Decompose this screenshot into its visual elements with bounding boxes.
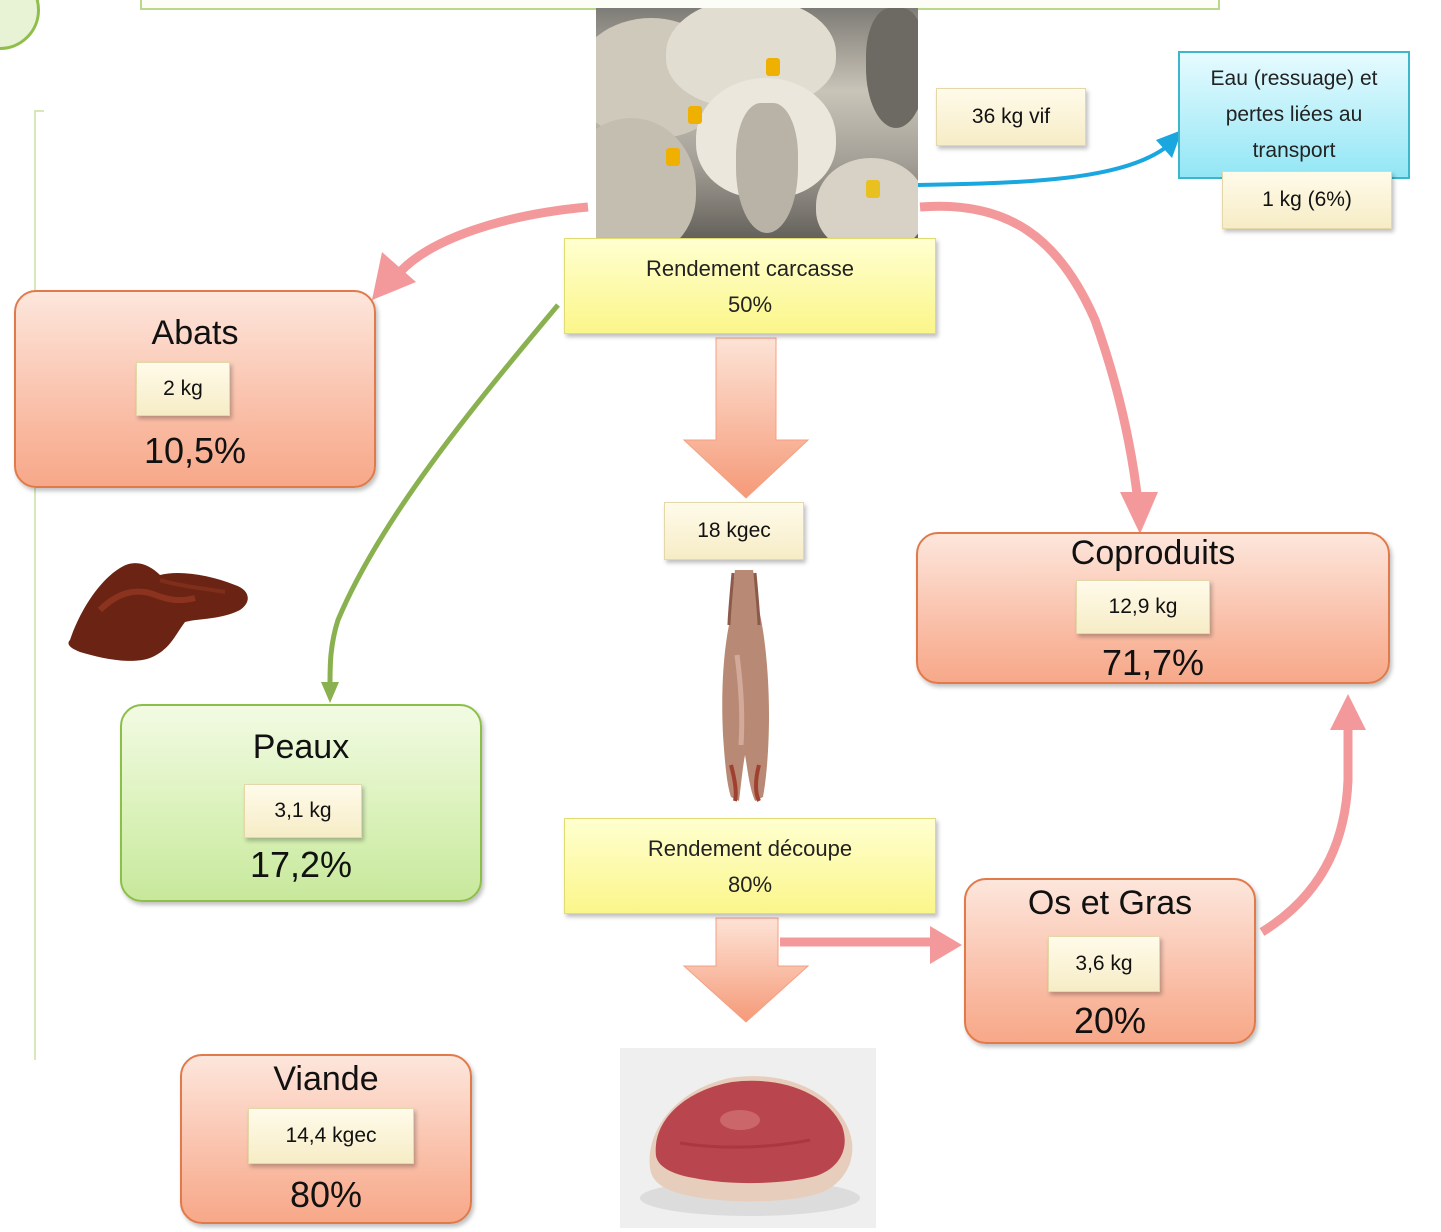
arrow-to-abats — [400, 207, 588, 272]
viande-title: Viande — [182, 1060, 470, 1099]
losses-label-line2: pertes liées au — [1180, 97, 1408, 133]
cutting-yield-label: Rendement découpe — [565, 831, 935, 867]
peaux-amount-tag: 3,1 kg — [244, 784, 362, 838]
abats-amount-tag: 2 kg — [136, 362, 230, 416]
coproduits-amount-tag: 12,9 kg — [1076, 580, 1210, 634]
peaux-percent: 17,2% — [122, 844, 480, 886]
live-weight-tag: 36 kg vif — [936, 88, 1086, 146]
sheep-photo — [596, 8, 918, 246]
abats-percent: 10,5% — [16, 430, 374, 472]
viande-amount-tag: 14,4 kgec — [248, 1108, 414, 1164]
coproduits-box: Coproduits 12,9 kg 71,7% — [916, 532, 1390, 684]
liver-photo — [60, 540, 260, 670]
carcass-yield-value: 50% — [565, 287, 935, 323]
peaux-title: Peaux — [122, 728, 480, 767]
peaux-box: Peaux 3,1 kg 17,2% — [120, 704, 482, 902]
viande-box: Viande 14,4 kgec 80% — [180, 1054, 472, 1224]
os-gras-amount-tag: 3,6 kg — [1048, 936, 1160, 992]
cutting-yield-box: Rendement découpe 80% — [564, 818, 936, 914]
os-gras-percent: 20% — [966, 1000, 1254, 1042]
arrow-to-coproduits — [920, 206, 1138, 502]
carcass-yield-box: Rendement carcasse 50% — [564, 238, 936, 334]
coproduits-percent: 71,7% — [918, 642, 1388, 684]
losses-label-line1: Eau (ressuage) et — [1180, 61, 1408, 97]
arrow-os-to-coproduits-head — [1330, 694, 1366, 730]
os-gras-title: Os et Gras — [966, 884, 1254, 923]
arrow-to-peaux-head — [321, 682, 339, 703]
abats-box: Abats 2 kg 10,5% — [14, 290, 376, 488]
coproduits-title: Coproduits — [918, 534, 1388, 573]
losses-label-line3: transport — [1180, 133, 1408, 169]
losses-box: Eau (ressuage) et pertes liées au transp… — [1178, 51, 1410, 179]
arrow-to-os-gras-head — [930, 926, 962, 964]
meat-photo — [620, 1048, 876, 1228]
carcass-weight-tag: 18 kgec — [664, 502, 804, 560]
abats-title: Abats — [16, 314, 374, 353]
viande-percent: 80% — [182, 1174, 470, 1216]
block-arrow-cutting — [684, 918, 808, 1022]
carcass-yield-label: Rendement carcasse — [565, 251, 935, 287]
carcass-photo — [715, 565, 775, 805]
arrow-to-losses — [918, 148, 1165, 185]
cutting-yield-value: 80% — [565, 867, 935, 903]
block-arrow-carcass — [684, 338, 808, 498]
os-gras-box: Os et Gras 3,6 kg 20% — [964, 878, 1256, 1044]
losses-amount-tag: 1 kg (6%) — [1222, 171, 1392, 229]
arrow-os-to-coproduits — [1262, 726, 1348, 932]
arrow-to-coproduits-head — [1120, 492, 1158, 534]
